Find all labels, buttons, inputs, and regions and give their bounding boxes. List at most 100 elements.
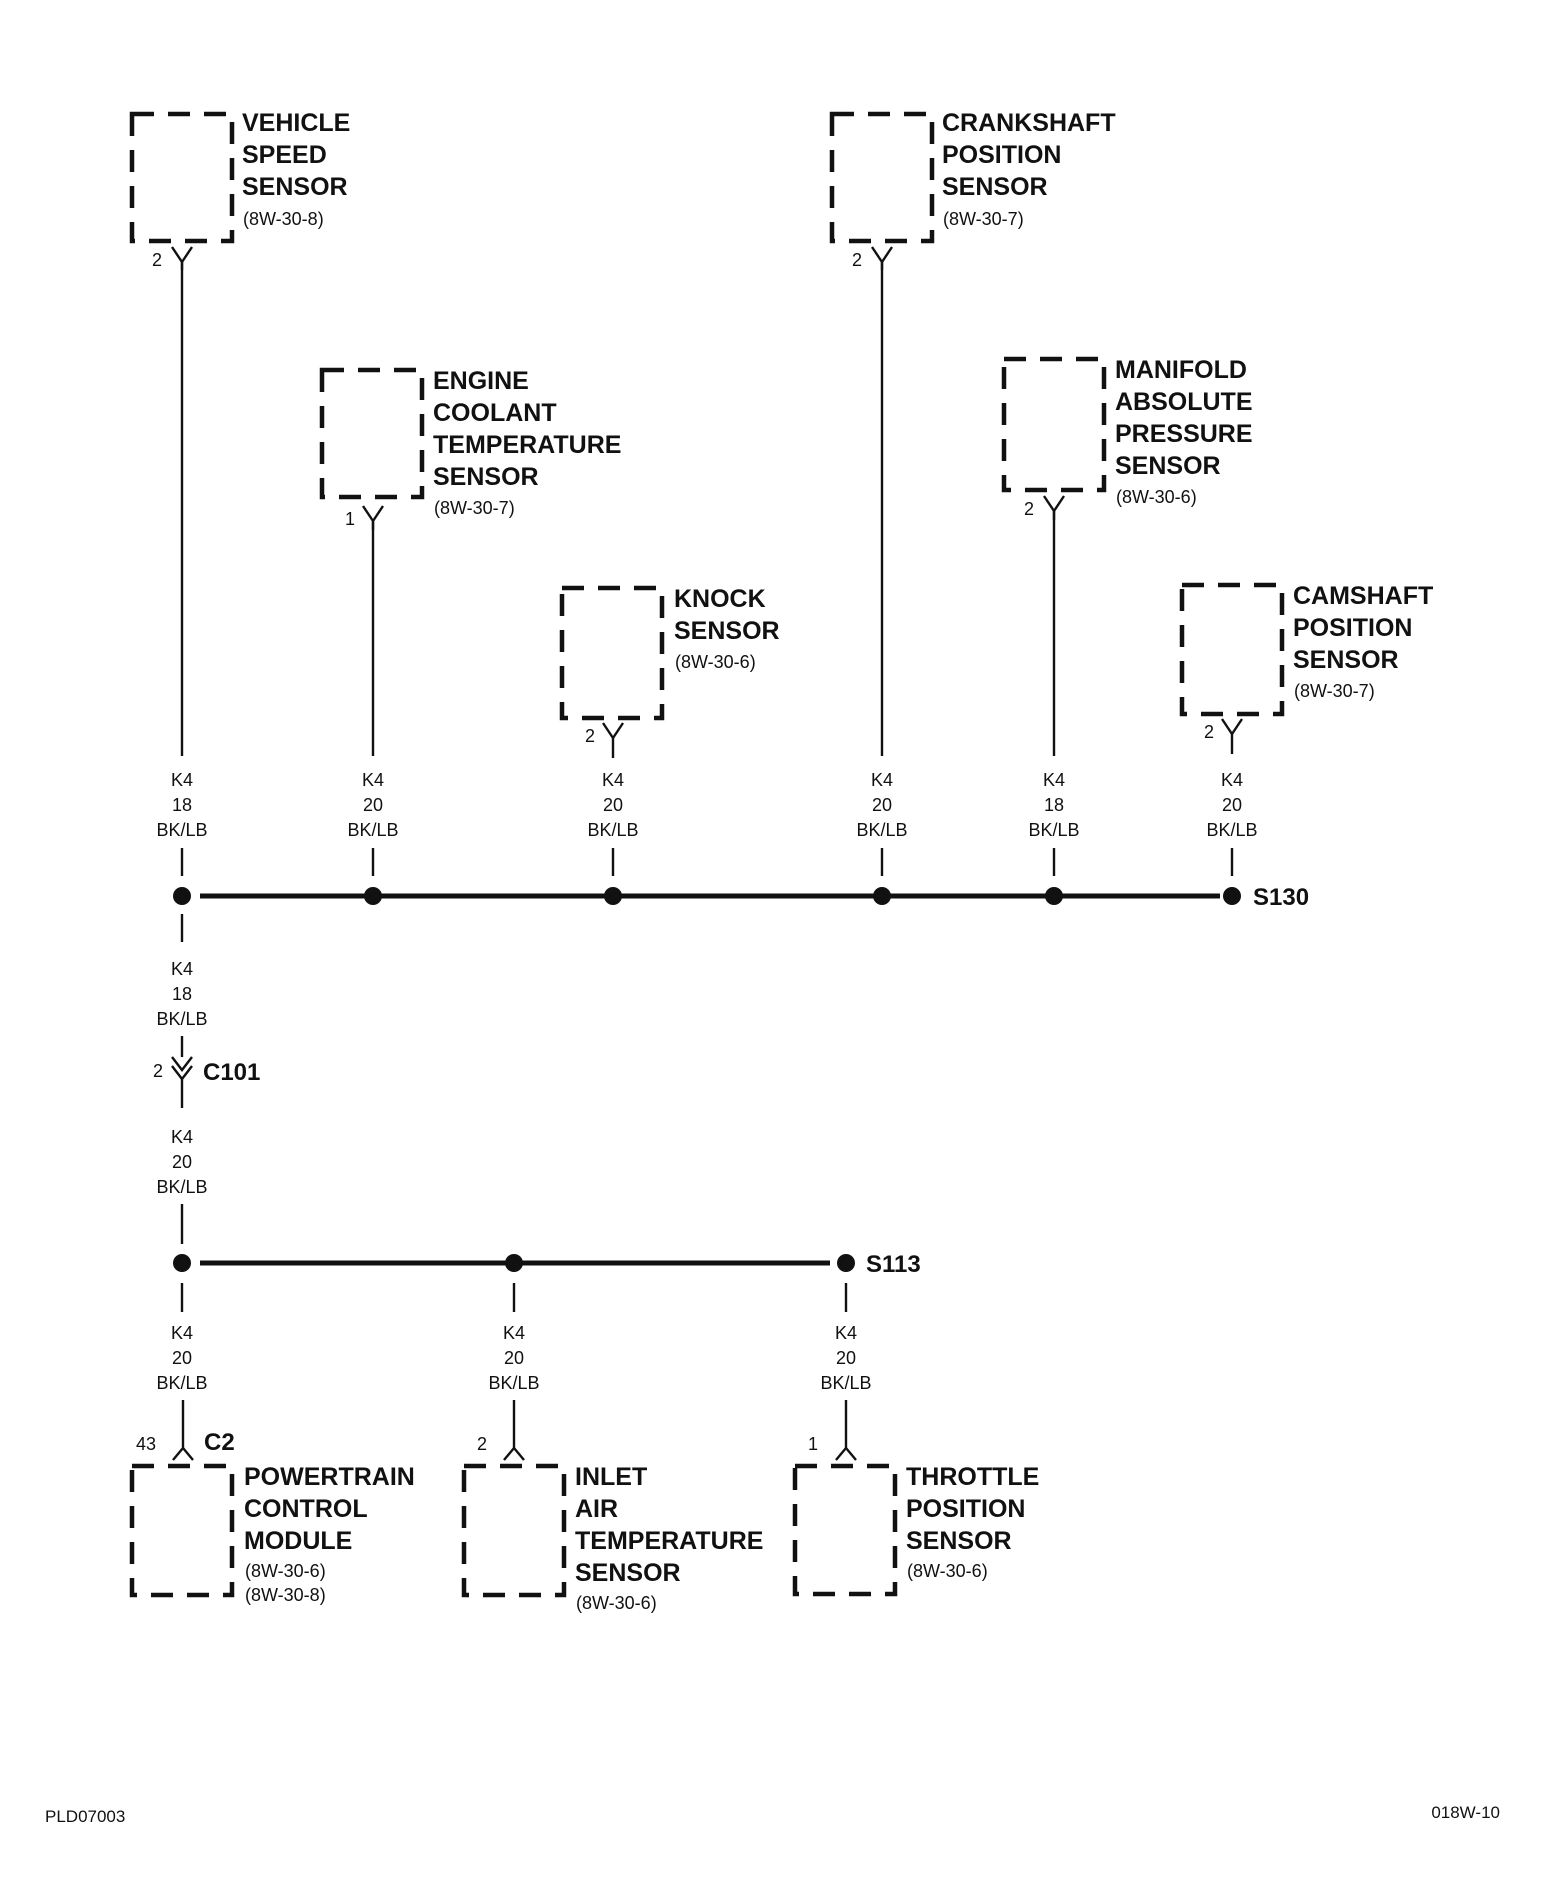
junction-dot	[604, 887, 622, 905]
splice-s130-dot	[1223, 887, 1241, 905]
ckp-name-3: SENSOR	[942, 173, 1048, 201]
map-name-4: SENSOR	[1115, 452, 1221, 480]
ect-name-4: SENSOR	[433, 463, 539, 491]
iat-terminal-icon	[503, 1400, 525, 1461]
wire-label-iat: K4 20 BK/LB	[488, 1323, 539, 1393]
ckp-name-1: CRANKSHAFT	[942, 109, 1116, 137]
knock-name-2: SENSOR	[674, 617, 780, 645]
ect-pin: 1	[345, 509, 355, 529]
wire-circuit: K4	[1043, 770, 1065, 790]
component-knock-sensor: KNOCK SENSOR (8W-30-6) 2	[559, 585, 780, 758]
iat-name-1: INLET	[575, 1463, 647, 1491]
ckp-pin: 2	[852, 250, 862, 270]
wire-circuit: K4	[602, 770, 624, 790]
wire-color: BK/LB	[347, 820, 398, 840]
iat-name-2: AIR	[575, 1495, 618, 1523]
footer-right-code: 018W-10	[1431, 1803, 1500, 1822]
cmp-pin: 2	[1204, 722, 1214, 742]
tps-pin: 1	[808, 1434, 818, 1454]
wire-gauge: 20	[836, 1348, 856, 1368]
splice-s130-label: S130	[1253, 884, 1309, 911]
wire-gauge: 18	[1044, 795, 1064, 815]
cmp-name-2: POSITION	[1293, 614, 1412, 642]
map-name-2: ABSOLUTE	[1115, 388, 1253, 416]
wire-circuit: K4	[171, 959, 193, 979]
wire-gauge: 20	[1222, 795, 1242, 815]
tps-terminal-icon	[835, 1400, 857, 1461]
iat-name-3: TEMPERATURE	[575, 1527, 763, 1555]
wire-color: BK/LB	[156, 1177, 207, 1197]
pcm-name-1: POWERTRAIN	[244, 1463, 415, 1491]
c101-label: C101	[203, 1059, 260, 1086]
wire-color: BK/LB	[856, 820, 907, 840]
map-pin: 2	[1024, 499, 1034, 519]
iat-pin: 2	[477, 1434, 487, 1454]
wire-color: BK/LB	[1206, 820, 1257, 840]
pcm-ref-1: (8W-30-6)	[245, 1561, 326, 1581]
splice-s113-label: S113	[866, 1251, 921, 1278]
map-name-1: MANIFOLD	[1115, 356, 1247, 384]
wire-gauge: 20	[603, 795, 623, 815]
knock-ref: (8W-30-6)	[675, 652, 756, 672]
component-manifold-absolute-pressure-sensor: MANIFOLD ABSOLUTE PRESSURE SENSOR (8W-30…	[1001, 356, 1253, 520]
splice-s113-dot	[837, 1254, 855, 1272]
cmp-name-3: SENSOR	[1293, 646, 1399, 674]
tps-ref: (8W-30-6)	[907, 1561, 988, 1581]
junction-dot	[364, 887, 382, 905]
vss-name-3: SENSOR	[242, 173, 348, 201]
component-crankshaft-position-sensor: CRANKSHAFT POSITION SENSOR (8W-30-7) 2	[829, 109, 1116, 270]
vss-pin: 2	[152, 250, 162, 270]
wire-label-knock: K4 20 BK/LB	[587, 770, 638, 840]
map-name-3: PRESSURE	[1115, 420, 1253, 448]
vss-name-1: VEHICLE	[242, 109, 350, 137]
wire-label-trunk-upper: K4 18 BK/LB	[156, 959, 207, 1029]
wire-label-ckp: K4 20 BK/LB	[856, 770, 907, 840]
wire-label-vss: K4 18 BK/LB	[156, 770, 207, 840]
junction-dot	[505, 1254, 523, 1272]
ckp-ref: (8W-30-7)	[943, 209, 1024, 229]
ect-name-2: COOLANT	[433, 399, 557, 427]
c101-connector-icon	[171, 1056, 193, 1108]
ect-name-3: TEMPERATURE	[433, 431, 621, 459]
wire-color: BK/LB	[156, 820, 207, 840]
wire-circuit: K4	[871, 770, 893, 790]
vss-name-2: SPEED	[242, 141, 327, 169]
wire-gauge: 20	[872, 795, 892, 815]
wire-color: BK/LB	[587, 820, 638, 840]
map-ref: (8W-30-6)	[1116, 487, 1197, 507]
wire-circuit: K4	[171, 1323, 193, 1343]
component-powertrain-control-module: POWERTRAIN CONTROL MODULE (8W-30-6) (8W-…	[129, 1400, 415, 1605]
wire-circuit: K4	[835, 1323, 857, 1343]
component-throttle-position-sensor: THROTTLE POSITION SENSOR (8W-30-6) 1	[792, 1400, 1039, 1597]
wire-gauge: 18	[172, 984, 192, 1004]
wire-circuit: K4	[1221, 770, 1243, 790]
junction-dot	[173, 887, 191, 905]
wire-color: BK/LB	[156, 1373, 207, 1393]
junction-dot	[173, 1254, 191, 1272]
junction-dot	[1045, 887, 1063, 905]
wire-label-trunk-lower: K4 20 BK/LB	[156, 1127, 207, 1197]
wire-label-ect: K4 20 BK/LB	[347, 770, 398, 840]
tps-name-2: POSITION	[906, 1495, 1025, 1523]
component-inlet-air-temperature-sensor: INLET AIR TEMPERATURE SENSOR (8W-30-6) 2	[461, 1400, 763, 1613]
wire-color: BK/LB	[1028, 820, 1079, 840]
junction-dot	[873, 887, 891, 905]
wire-color: BK/LB	[156, 1009, 207, 1029]
component-vehicle-speed-sensor: VEHICLE SPEED SENSOR (8W-30-8) 2	[129, 109, 350, 270]
pcm-name-3: MODULE	[244, 1527, 352, 1555]
ckp-name-2: POSITION	[942, 141, 1061, 169]
cmp-terminal-icon	[1221, 718, 1243, 754]
wire-label-map: K4 18 BK/LB	[1028, 770, 1079, 840]
wire-gauge: 20	[172, 1152, 192, 1172]
pcm-ref-2: (8W-30-8)	[245, 1585, 326, 1605]
wire-circuit: K4	[171, 770, 193, 790]
wire-label-tps: K4 20 BK/LB	[820, 1323, 871, 1393]
wire-label-pcm: K4 20 BK/LB	[156, 1323, 207, 1393]
ect-ref: (8W-30-7)	[434, 498, 515, 518]
wire-gauge: 20	[504, 1348, 524, 1368]
iat-name-4: SENSOR	[575, 1559, 681, 1587]
knock-name-1: KNOCK	[674, 585, 766, 613]
wire-color: BK/LB	[820, 1373, 871, 1393]
footer-left-code: PLD07003	[45, 1807, 125, 1826]
